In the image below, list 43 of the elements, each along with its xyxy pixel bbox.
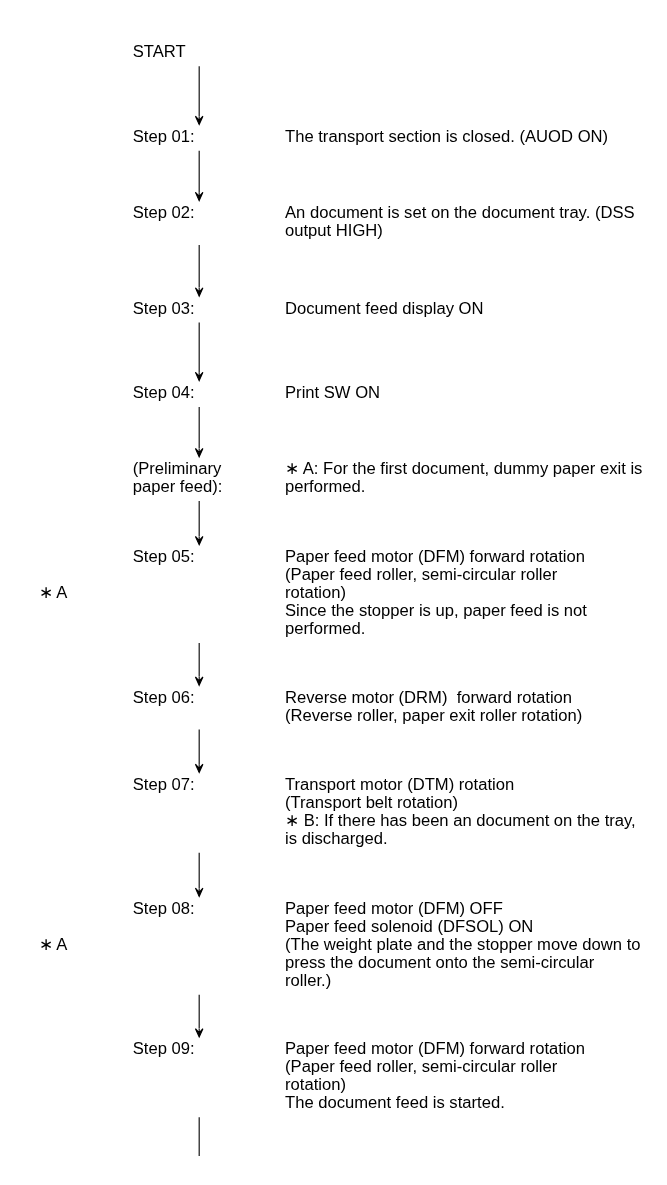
node-label: Reverse motor (DRM) forward rotation xyxy=(285,687,573,707)
arrow xyxy=(194,406,204,458)
node-text: START xyxy=(132,42,186,62)
node-label: ∗ B: If there has been an document on the tray, is discharged. xyxy=(285,810,636,848)
node-label: (Transport belt rotation) xyxy=(285,792,458,812)
node-label: (Paper feed roller, semi-circular roller rotation) xyxy=(285,565,558,603)
node-label: ∗ A: For the first document, dummy paper exit is performed. xyxy=(285,459,643,497)
node-text: Step 08: xyxy=(132,898,195,918)
node-text: (Preliminary paper feed): xyxy=(132,459,223,497)
node-text: Step 07: xyxy=(132,774,195,794)
node-label: Paper feed motor (DFM) forward rotation xyxy=(285,547,586,567)
node-text: Step 04: xyxy=(132,383,195,403)
arrow xyxy=(194,642,204,686)
arrow xyxy=(194,852,204,897)
node-label: (Paper feed roller, semi-circular roller rotation) xyxy=(285,1057,558,1095)
node-label: Transport motor (DTM) rotation xyxy=(285,774,515,794)
arrow xyxy=(194,244,204,297)
node-text: Step 01: xyxy=(132,126,195,146)
arrow xyxy=(194,321,204,382)
node-label: An document is set on the document tray. (DSS output HIGH) xyxy=(285,203,635,241)
node-label: Paper feed solenoid (DFSOL) ON xyxy=(285,916,534,936)
connector xyxy=(198,1116,200,1157)
arrow xyxy=(194,500,204,546)
node-label: Paper feed motor (DFM) forward rotation xyxy=(285,1039,586,1059)
arrow xyxy=(194,150,204,202)
node-label: (The weight plate and the stopper move down to press the document onto the semi-circular roller.) xyxy=(285,934,641,990)
node-label: Document feed display ON xyxy=(285,298,484,318)
node-label: Print SW ON xyxy=(285,383,381,403)
node-label: Since the stopper is up, paper feed is not performed. xyxy=(285,601,587,639)
node-text: Step 06: xyxy=(132,687,195,707)
node-text: Step 03: xyxy=(132,298,195,318)
node-text: Step 02: xyxy=(132,203,195,223)
arrow xyxy=(194,729,204,774)
node-text: Step 05: xyxy=(132,547,195,567)
node-label: (Reverse roller, paper exit roller rotation) xyxy=(285,705,583,725)
label: ∗ A xyxy=(38,583,68,603)
arrow xyxy=(194,65,204,126)
node-label: Paper feed motor (DFM) OFF xyxy=(285,898,503,918)
node-label: The document feed is started. xyxy=(285,1093,505,1113)
arrow xyxy=(194,994,204,1038)
node-text: Step 09: xyxy=(132,1039,195,1059)
node-label: The transport section is closed. (AUOD ON) xyxy=(285,126,609,146)
label: ∗ A xyxy=(38,934,68,954)
